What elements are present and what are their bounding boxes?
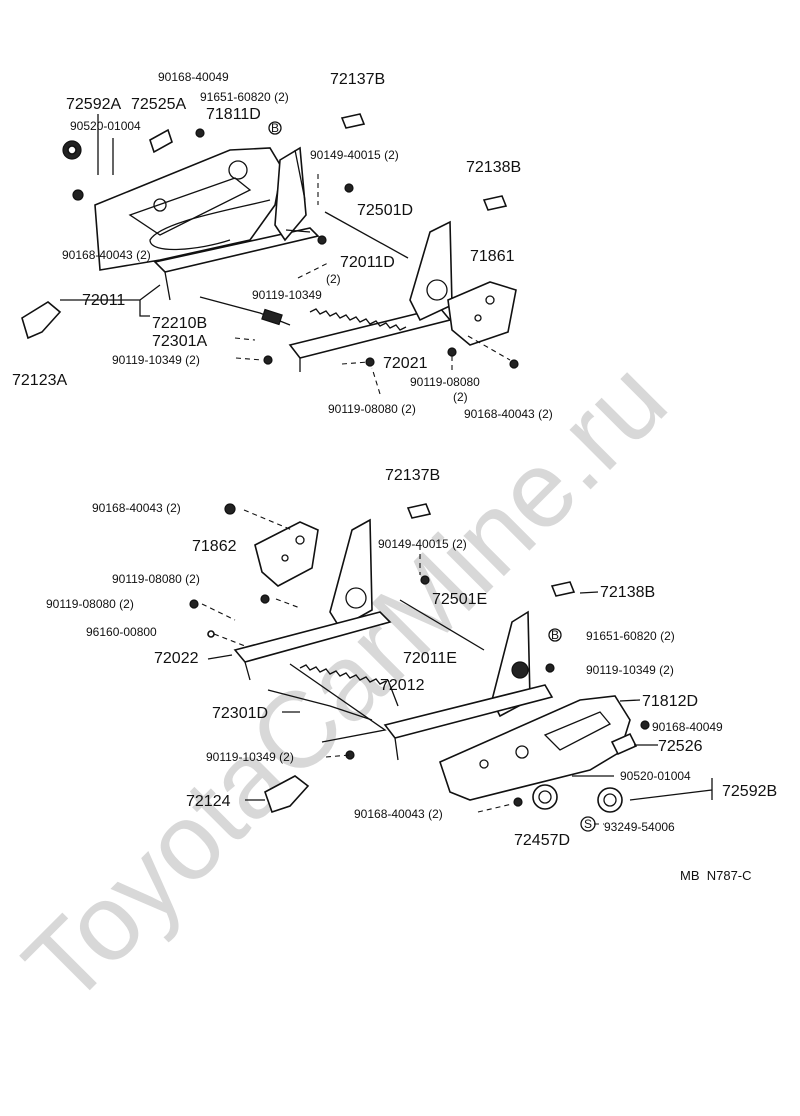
label-90168-40043-upper-right: 90168-40043 (2) bbox=[464, 407, 553, 421]
lever-knob-72124 bbox=[264, 775, 310, 814]
label-72124: 72124 bbox=[186, 793, 231, 810]
label-71861: 71861 bbox=[470, 248, 515, 265]
cover-72526 bbox=[610, 732, 638, 756]
label-72021: 72021 bbox=[383, 355, 428, 372]
label-72210B: 72210B bbox=[152, 315, 207, 332]
label-90119-10349-lower-left: 90119-10349 (2) bbox=[206, 750, 294, 764]
label-90168-40049-lower: 90168-40049 bbox=[652, 720, 723, 734]
label-90119-10349-lower-right: 90119-10349 (2) bbox=[586, 663, 674, 677]
label-93249-54006: 93249-54006 bbox=[604, 820, 675, 834]
label-90119-10349-upper-2: 90119-10349 (2) bbox=[112, 353, 200, 367]
lower-labels: 72137B 90168-40043 (2) 90149-40015 (2) 7… bbox=[46, 467, 777, 849]
label-72011: 72011 bbox=[82, 292, 125, 309]
callout-b-lower bbox=[548, 628, 562, 642]
lower-recliner-bracket-left bbox=[329, 518, 373, 630]
label-72301A: 72301A bbox=[152, 333, 207, 350]
label-72011D-qty: (2) bbox=[326, 272, 341, 286]
label-90119-08080-upper: 90119-08080 bbox=[410, 375, 480, 389]
upper-recliner-bracket-right bbox=[409, 220, 453, 322]
label-72592A: 72592A bbox=[66, 96, 121, 113]
label-72457D: 72457D bbox=[514, 832, 570, 849]
label-90119-08080-lower-b: 90119-08080 (2) bbox=[46, 597, 134, 611]
watermark-text: ToyotaCarMine.ru bbox=[1, 338, 689, 1026]
label-90168-40043-lower: 90168-40043 (2) bbox=[92, 501, 181, 515]
spring-72011E bbox=[299, 664, 387, 685]
cover-71861 bbox=[447, 281, 517, 346]
label-72011D: 72011D bbox=[340, 254, 395, 271]
label-72137B-lower: 72137B bbox=[385, 467, 440, 484]
label-91651-60820-lower: 91651-60820 (2) bbox=[586, 629, 675, 643]
label-72123A: 72123A bbox=[12, 372, 67, 389]
label-90149-40015-lower: 90149-40015 (2) bbox=[378, 537, 467, 551]
clip-72138B-upper bbox=[482, 195, 508, 211]
label-72501E: 72501E bbox=[432, 591, 487, 608]
label-90168-40043-upper-left: 90168-40043 (2) bbox=[62, 248, 151, 262]
spring-72011D bbox=[309, 308, 407, 331]
label-72525A: 72525A bbox=[131, 96, 186, 113]
label-90520-01004-lower: 90520-01004 bbox=[620, 769, 691, 783]
label-72138B-lower: 72138B bbox=[600, 584, 655, 601]
label-90119-08080-lower-a: 90119-08080 (2) bbox=[112, 572, 200, 586]
lower-seat-track-left bbox=[233, 611, 392, 663]
lever-knob-72123A bbox=[21, 301, 62, 340]
label-72012: 72012 bbox=[380, 677, 425, 694]
upper-assembly-drawing bbox=[21, 113, 519, 395]
label-91651-60820-upper: 91651-60820 (2) bbox=[200, 90, 289, 104]
label-90149-40015-upper: 90149-40015 (2) bbox=[310, 148, 399, 162]
upper-labels: 90168-40049 72137B 91651-60820 (2) 72592… bbox=[12, 70, 553, 421]
lower-assembly-drawing bbox=[189, 503, 713, 832]
label-71812D: 71812D bbox=[642, 693, 698, 710]
label-72137B-upper: 72137B bbox=[330, 71, 385, 88]
clip-72137B-lower bbox=[406, 503, 432, 519]
label-b-callout-upper: B bbox=[271, 121, 279, 135]
label-72138B-upper: 72138B bbox=[466, 159, 521, 176]
upper-seat-track-left bbox=[153, 227, 320, 273]
label-72022: 72022 bbox=[154, 650, 199, 667]
callout-b-upper bbox=[268, 121, 282, 135]
label-72526: 72526 bbox=[658, 738, 703, 755]
lower-seat-track-right bbox=[383, 684, 554, 739]
cover-71862 bbox=[254, 521, 319, 587]
label-72592B: 72592B bbox=[722, 783, 777, 800]
label-72011E: 72011E bbox=[403, 650, 457, 667]
clip-72137B-upper bbox=[340, 113, 366, 129]
knob-72457D bbox=[532, 784, 558, 810]
label-90119-10349-upper: 90119-10349 bbox=[252, 288, 322, 302]
label-90168-40043-lower-b: 90168-40043 (2) bbox=[354, 807, 443, 821]
upper-recliner-bracket-left bbox=[274, 146, 307, 242]
label-72301D: 72301D bbox=[212, 705, 268, 722]
label-90168-40049-upper: 90168-40049 bbox=[158, 70, 229, 84]
clip-72138B-lower bbox=[550, 581, 576, 597]
lower-recliner-bracket-right bbox=[491, 610, 531, 718]
label-96160-00800: 96160-00800 bbox=[86, 625, 157, 639]
label-71862: 71862 bbox=[192, 538, 237, 555]
knob-72592B bbox=[597, 787, 623, 813]
label-b-callout-lower: B bbox=[551, 628, 559, 642]
cover-72525A bbox=[149, 128, 173, 154]
label-s-callout-lower: S bbox=[584, 817, 592, 831]
label-72501D: 72501D bbox=[357, 202, 413, 219]
diagram-code: MB N787-C bbox=[680, 868, 752, 883]
label-71811D: 71811D bbox=[206, 106, 261, 123]
label-90119-08080-upper-2: 90119-08080 (2) bbox=[328, 402, 416, 416]
label-90520-01004-upper: 90520-01004 bbox=[70, 119, 141, 133]
label-90119-08080-upper-qty: (2) bbox=[453, 390, 468, 404]
